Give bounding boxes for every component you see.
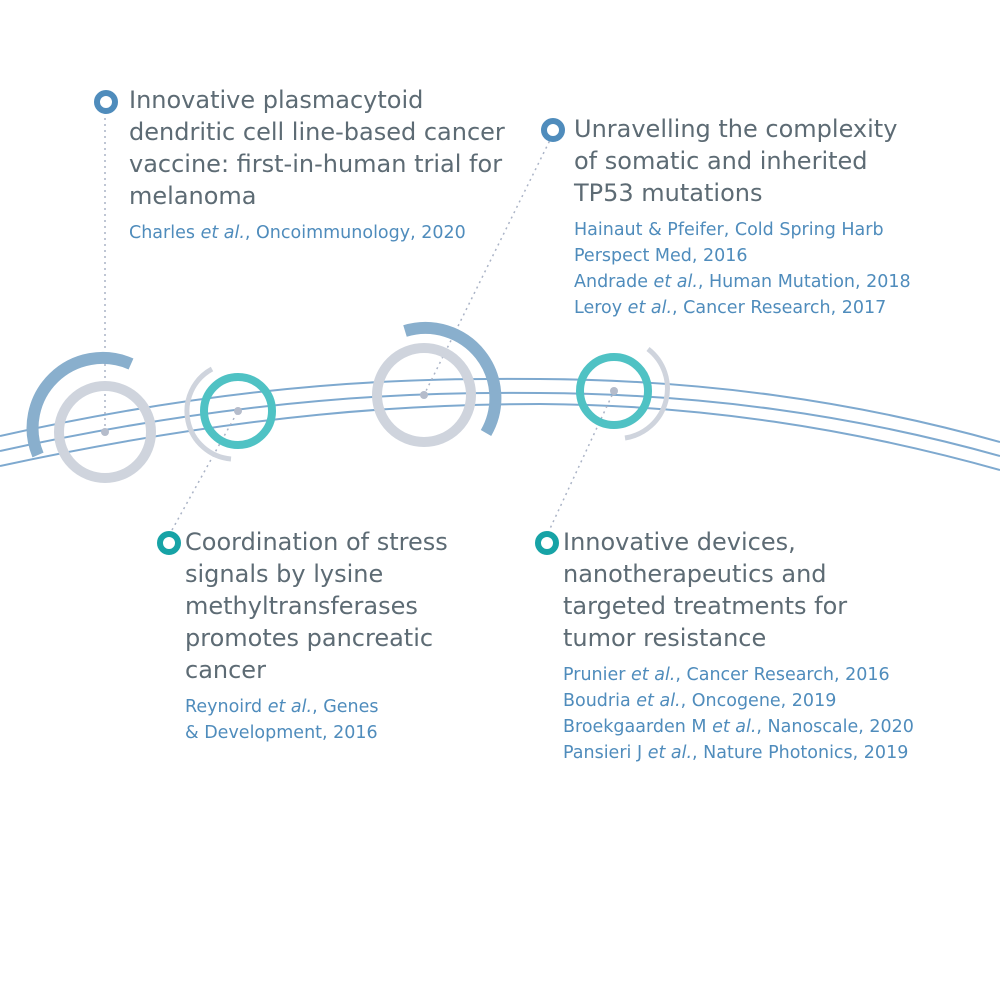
bullet-icon: [157, 531, 181, 555]
references: Prunier et al., Cancer Research, 2016 Bo…: [563, 665, 914, 763]
node-1: [26, 351, 156, 483]
milestone-1: Innovative plasmacytoid dendritic cell l…: [129, 84, 509, 246]
milestone-3: Coordination of stress signals by lysine…: [185, 526, 475, 746]
references: Hainaut & Pfeifer, Cold Spring Harb Pers…: [574, 220, 911, 318]
references: Charles et al., Oncoimmunology, 2020: [129, 223, 466, 243]
milestone-2: Unravelling the complexity of somatic an…: [574, 113, 914, 321]
milestone-4: Innovative devices, nanotherapeutics and…: [563, 526, 963, 766]
node-4: [576, 347, 670, 441]
node-2: [184, 366, 276, 462]
bullet-icon: [535, 531, 559, 555]
milestone-title: Unravelling the complexity of somatic an…: [574, 115, 898, 207]
bullet-icon: [541, 118, 565, 142]
milestone-title: Innovative plasmacytoid dendritic cell l…: [129, 86, 505, 210]
node-3: [372, 321, 502, 447]
milestone-title: Coordination of stress signals by lysine…: [185, 528, 448, 684]
bullet-icon: [94, 90, 118, 114]
references: Reynoird et al., Genes & Development, 20…: [185, 697, 379, 743]
milestone-title: Innovative devices, nanotherapeutics and…: [563, 528, 848, 652]
